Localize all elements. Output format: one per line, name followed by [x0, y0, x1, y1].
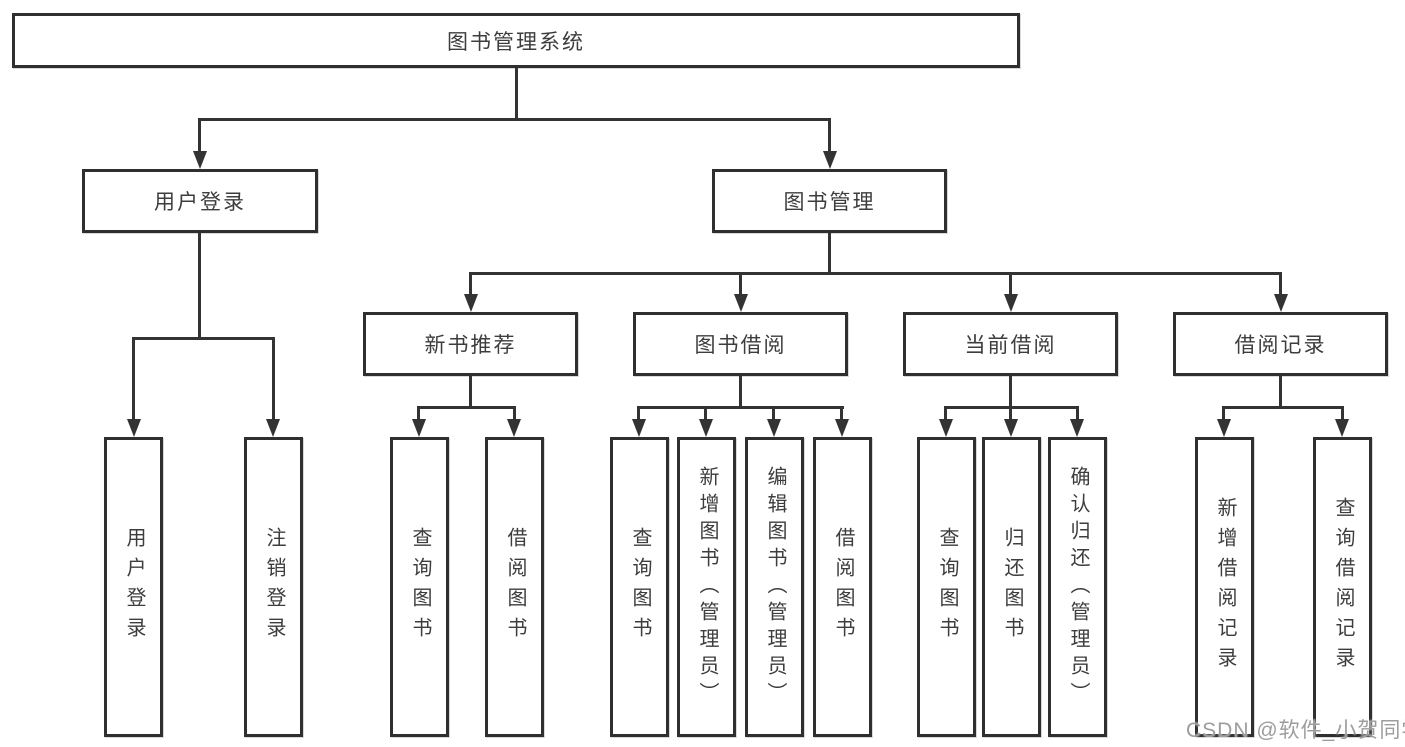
leaf-cb-return-books: 归还图书 [982, 437, 1041, 737]
arrowhead-icon [823, 151, 837, 169]
connector-line-to-book-management [828, 118, 831, 153]
arrowhead-icon [1274, 294, 1288, 312]
arrowhead-icon [632, 419, 646, 437]
arrowhead-icon [193, 151, 207, 169]
connector-line-to-leaf [132, 337, 135, 421]
arrowhead-icon [127, 419, 141, 437]
connector-line-to-leaf [1341, 406, 1344, 422]
leaf-nbr-borrow-books: 借阅图书 [485, 437, 544, 737]
connector-line-bb-horizontal [637, 406, 844, 409]
watermark-text: CSDN @软件_小贺同学 [1186, 719, 1405, 742]
leaf-bb-edit-books-label: 编辑图书（管理员） [764, 465, 786, 709]
node-book-management-label: 图书管理 [783, 191, 876, 214]
leaf-logout: 注销登录 [244, 437, 303, 737]
leaf-bb-add-books: 新增图书（管理员） [677, 437, 736, 737]
connector-line-to-leaf [513, 406, 516, 422]
leaf-br-query-record: 查询借阅记录 [1313, 437, 1372, 737]
connector-line-book-management-down [828, 233, 831, 275]
leaf-bb-query-books-label: 查询图书 [629, 527, 651, 647]
arrowhead-icon [734, 294, 748, 312]
connector-line-nbr-horizontal [417, 406, 516, 409]
leaf-cb-confirm-return-label: 确认归还（管理员） [1067, 465, 1089, 709]
node-book-borrowing-label: 图书借阅 [694, 334, 787, 357]
connector-line-to-node [1279, 272, 1282, 298]
leaf-user-login: 用户登录 [104, 437, 163, 737]
connector-line-to-leaf [840, 406, 843, 422]
connector-line-nbr-down [469, 376, 472, 409]
connector-line-to-leaf [1009, 406, 1012, 422]
arrowhead-icon [464, 294, 478, 312]
arrowhead-icon [699, 419, 713, 437]
arrowhead-icon [1004, 294, 1018, 312]
node-new-book-recommendation: 新书推荐 [363, 312, 578, 376]
leaf-nbr-query-books: 查询图书 [390, 437, 449, 737]
leaf-bb-add-books-label: 新增图书（管理员） [696, 465, 718, 709]
leaf-bb-borrow-books-label: 借阅图书 [832, 527, 854, 647]
arrowhead-icon [767, 419, 781, 437]
connector-line-to-leaf [1076, 406, 1079, 422]
connector-line-to-leaf [944, 406, 947, 422]
node-current-borrowing: 当前借阅 [903, 312, 1118, 376]
arrowhead-icon [1004, 419, 1018, 437]
leaf-nbr-query-books-label: 查询图书 [409, 527, 431, 647]
leaf-user-login-label: 用户登录 [123, 527, 145, 647]
connector-line-level1-horizontal [198, 118, 831, 121]
connector-line-to-leaf [772, 406, 775, 422]
arrowhead-icon [412, 419, 426, 437]
node-root: 图书管理系统 [12, 13, 1020, 68]
node-user-login: 用户登录 [82, 169, 318, 233]
connector-line-to-user-login [198, 118, 201, 153]
leaf-logout-label: 注销登录 [263, 527, 285, 647]
leaf-br-add-record: 新增借阅记录 [1195, 437, 1254, 737]
leaf-cb-confirm-return: 确认归还（管理员） [1048, 437, 1107, 737]
node-user-login-label: 用户登录 [154, 191, 246, 214]
connector-line-level2-horizontal [469, 272, 1282, 275]
leaf-bb-query-books: 查询图书 [610, 437, 669, 737]
connector-line-to-leaf [272, 337, 275, 421]
arrowhead-icon [1217, 419, 1231, 437]
arrowhead-icon [1335, 419, 1349, 437]
arrowhead-icon [266, 419, 280, 437]
leaf-bb-edit-books: 编辑图书（管理员） [745, 437, 804, 737]
connector-line-to-node [739, 272, 742, 298]
connector-line-to-node [1009, 272, 1012, 298]
connector-line-to-node [469, 272, 472, 298]
connector-line-user-login-down [198, 233, 201, 340]
node-book-borrowing: 图书借阅 [633, 312, 848, 376]
node-borrowing-records-label: 借阅记录 [1234, 334, 1327, 357]
arrowhead-icon [1070, 419, 1084, 437]
leaf-br-add-record-label: 新增借阅记录 [1214, 497, 1236, 677]
leaf-cb-query-books-label: 查询图书 [936, 527, 958, 647]
connector-line-cb-down [1009, 376, 1012, 409]
leaf-br-query-record-label: 查询借阅记录 [1332, 497, 1354, 677]
node-new-book-recommendation-label: 新书推荐 [424, 334, 517, 357]
connector-line-to-leaf [1222, 406, 1225, 422]
leaf-bb-borrow-books: 借阅图书 [813, 437, 872, 737]
connector-line-br-down [1279, 376, 1282, 409]
node-borrowing-records: 借阅记录 [1173, 312, 1388, 376]
leaf-cb-query-books: 查询图书 [917, 437, 976, 737]
connector-line-to-leaf [704, 406, 707, 422]
node-current-borrowing-label: 当前借阅 [964, 334, 1057, 357]
node-book-management: 图书管理 [712, 169, 947, 233]
node-root-label: 图书管理系统 [447, 30, 585, 54]
arrowhead-icon [939, 419, 953, 437]
arrowhead-icon [835, 419, 849, 437]
connector-line-user-login-horizontal [132, 337, 275, 340]
connector-line-to-leaf [417, 406, 420, 422]
leaf-nbr-borrow-books-label: 借阅图书 [504, 527, 526, 647]
leaf-cb-return-books-label: 归还图书 [1001, 527, 1023, 647]
connector-line-root-down [515, 68, 518, 121]
connector-line-bb-down [739, 376, 742, 409]
connector-line-to-leaf [637, 406, 640, 422]
arrowhead-icon [507, 419, 521, 437]
connector-line-br-horizontal [1222, 406, 1344, 409]
